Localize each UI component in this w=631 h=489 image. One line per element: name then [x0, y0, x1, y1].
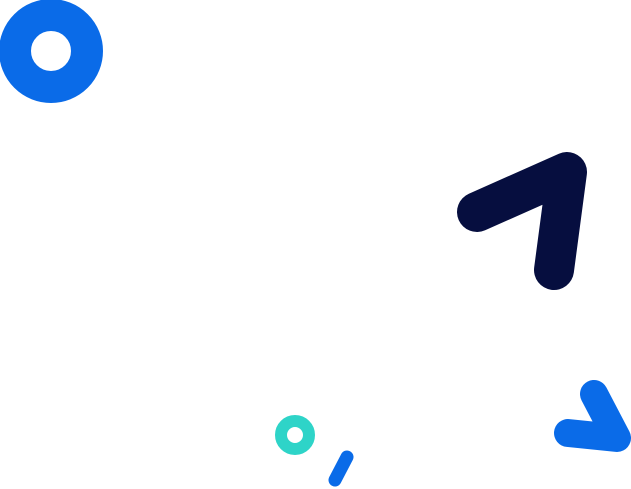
- blue-dash-shape: [328, 450, 354, 487]
- navy-chevron-shape: [457, 152, 587, 290]
- teal-ring-outer: [275, 415, 315, 455]
- blue-dash-stroke: [328, 450, 354, 487]
- blue-ring-outer: [0, 0, 103, 103]
- blue-chevron-stroke: [554, 380, 631, 452]
- blue-chevron-shape: [554, 380, 631, 452]
- teal-ring-shape: [275, 415, 315, 455]
- navy-chevron-stroke: [457, 152, 587, 290]
- blue-ring-shape: [0, 0, 103, 103]
